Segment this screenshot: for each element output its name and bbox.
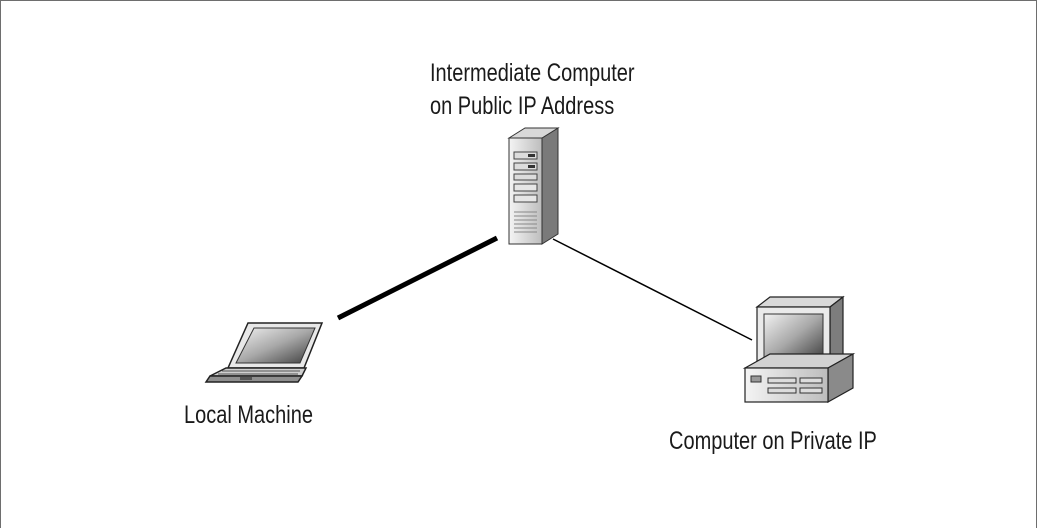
desktop-computer-icon	[742, 295, 856, 404]
desktop-label: Computer on Private IP	[669, 427, 877, 455]
server-label-line2: on Public IP Address	[430, 92, 615, 120]
server-label-line1: Intermediate Computer	[430, 59, 635, 87]
server-tower-icon	[507, 127, 560, 245]
connection-server-desktop	[552, 238, 753, 341]
laptop-icon	[204, 322, 324, 383]
laptop-label: Local Machine	[184, 401, 313, 429]
connection-laptop-server	[336, 235, 499, 321]
